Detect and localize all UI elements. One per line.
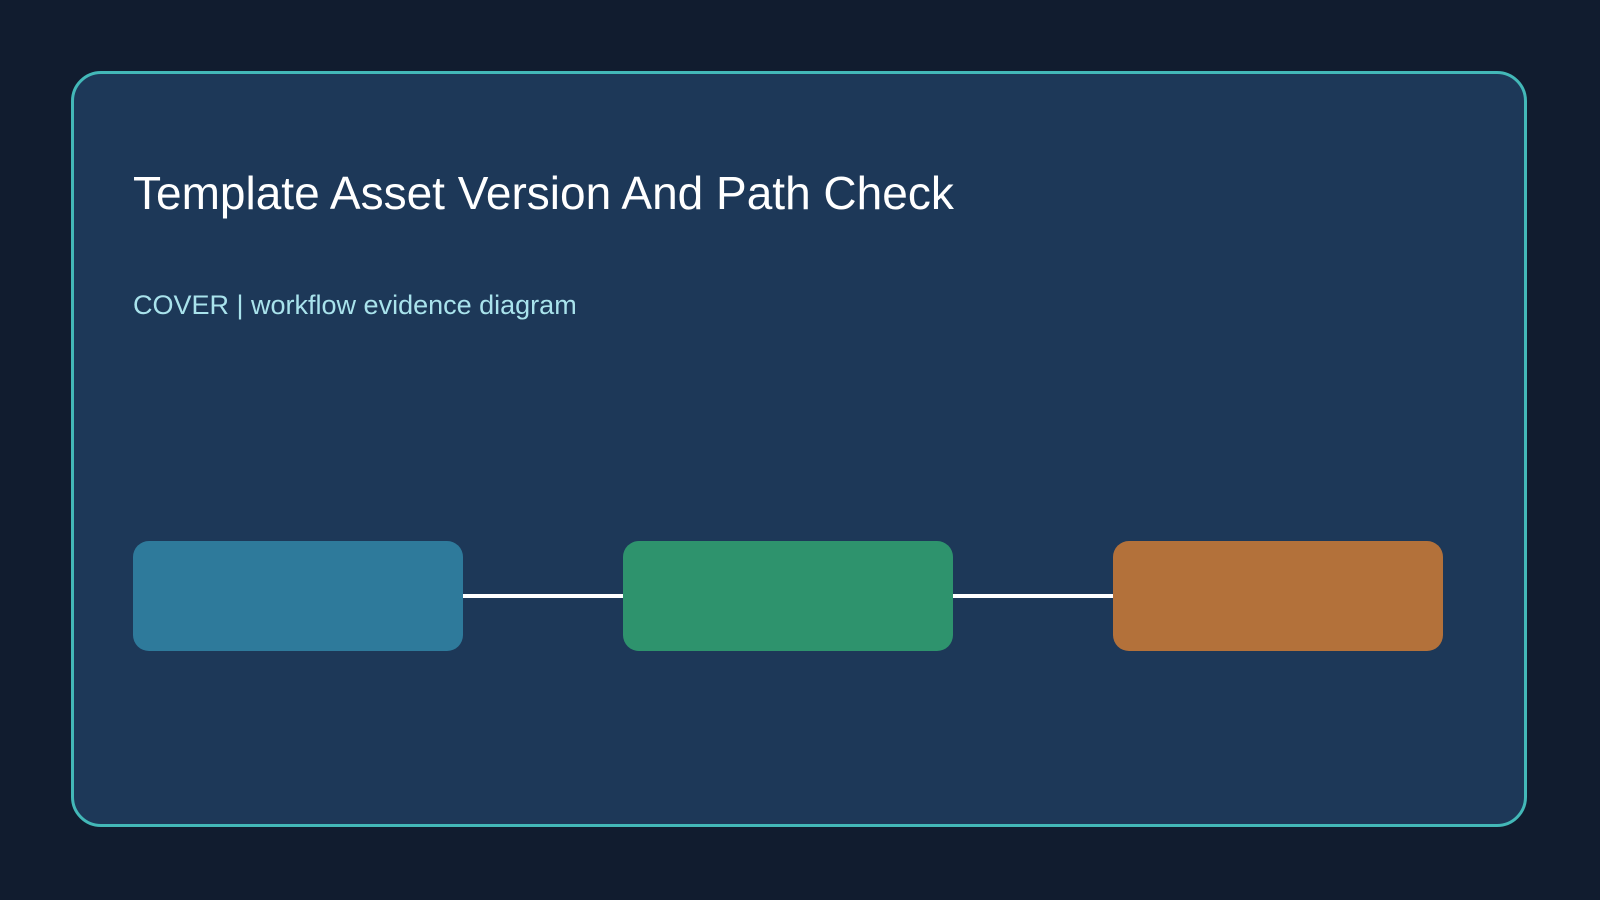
slide-card: Template Asset Version And Path Check CO… [71,71,1527,827]
workflow-step-3 [1113,541,1443,651]
connector-step-1-to-2 [463,594,623,598]
workflow-diagram [133,541,1443,651]
page-title: Template Asset Version And Path Check [133,167,954,219]
page-subtitle: COVER | workflow evidence diagram [133,290,577,320]
workflow-step-1 [133,541,463,651]
workflow-step-2 [623,541,953,651]
connector-step-2-to-3 [953,594,1113,598]
